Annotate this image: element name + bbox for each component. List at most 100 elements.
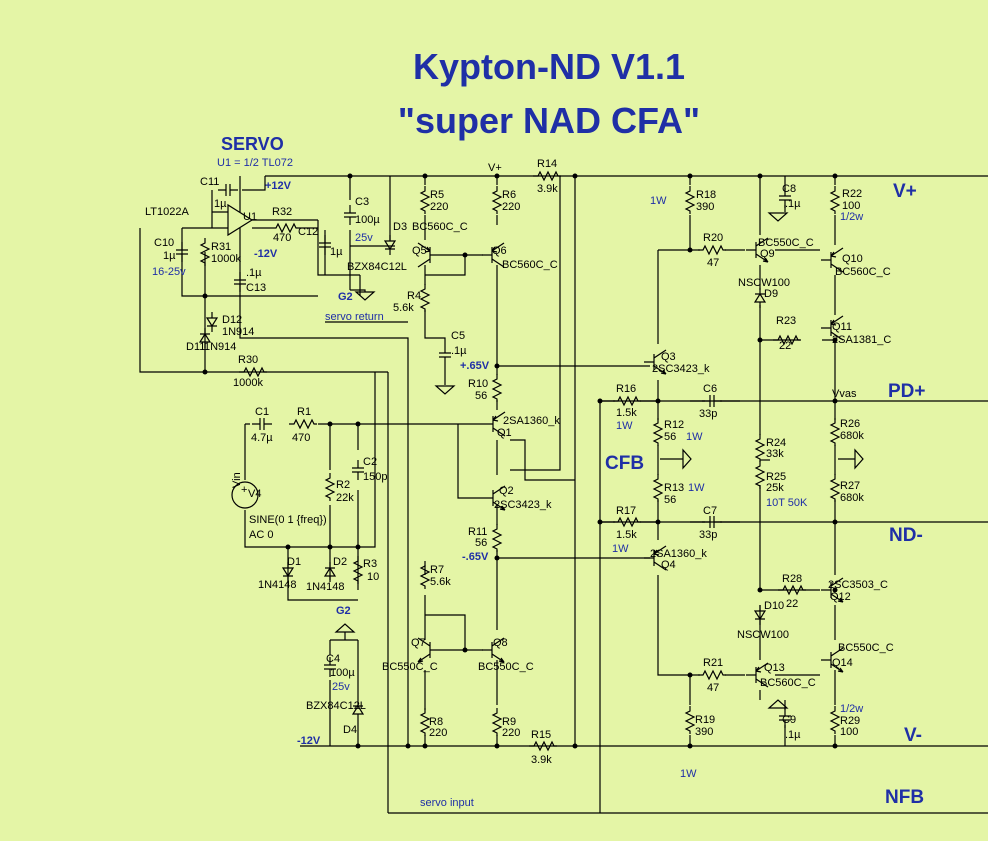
c8-value: .1µ [785,198,801,210]
r32-resistor-icon [270,223,300,233]
r16-power: 1W [616,420,633,432]
servo-heading: SERVO [221,134,284,154]
servo-input-label: servo input [420,797,474,809]
g2-bottom-label: G2 [336,605,351,617]
c8-ref: C8 [782,183,796,195]
c5-ground-icon [435,385,455,395]
q2-part: 2SC3423_k [494,499,552,511]
r6-value: 220 [502,201,520,213]
r13-resistor-icon [653,473,663,503]
r9-ref: R9 [502,716,516,728]
q11-part: 2SA1381_C [832,334,891,346]
r16-value: 1.5k [616,407,637,419]
c4-rating: 25v [332,681,350,693]
r11-value: 56 [475,537,487,549]
r21-resistor-icon [697,670,727,680]
r4-resistor-icon [420,283,430,313]
d2-part: 1N4148 [306,581,345,593]
c9-value: .1µ [785,729,801,741]
r30-value: 1000k [233,377,263,389]
d12-part: 1N914 [222,326,254,338]
servo-opamp-note: U1 = 1/2 TL072 [217,157,293,169]
d11-part: 1N914 [204,341,236,353]
d4-ref: D4 [343,724,357,736]
r11-ref: R11 [468,526,487,538]
r10-value: 56 [475,390,487,402]
servo-pos-supply: +12V [265,180,292,192]
q9-ref: Q9 [760,248,775,260]
q4-part: 2SA1360_k [650,548,707,560]
bias-minus-label: -.65V [462,551,489,563]
opamp-u1-icon [212,176,318,252]
c3-ref: C3 [355,196,369,208]
r5-ref: R5 [430,189,444,201]
vvas-port-icon [854,449,864,469]
r29-resistor-icon [830,705,840,735]
q5-ref: Q5 [412,245,427,257]
d1-ref: D1 [287,556,301,568]
r3-ref: R3 [363,558,377,570]
r26-value: 680k [840,430,864,442]
c3-rating: 25v [355,232,373,244]
v4-ref: V4 [248,488,261,500]
r1-resistor-icon [288,419,318,429]
c10-value: 1µ [163,250,176,262]
r5-resistor-icon [420,185,430,215]
r17-value: 1.5k [616,529,637,541]
r20-ref: R20 [703,232,723,244]
r31-ref: R31 [211,241,231,253]
v4-ac: AC 0 [249,529,273,541]
r13-power: 1W [688,482,705,494]
q7-ref: Q7 [411,637,426,649]
c11-value: 1µ [214,198,227,210]
r26-ref: R26 [840,418,860,430]
d9-part: NSCW100 [738,277,790,289]
r12-ref: R12 [664,419,684,431]
c7-value: 33p [699,529,717,541]
neg12-label: -12V [297,735,321,747]
r23-ref: R23 [776,315,796,327]
r8-value: 220 [429,727,447,739]
r32-value: 470 [273,232,291,244]
q6-part: BC560C_C [502,259,558,271]
q13-part: BC560C_C [760,677,816,689]
r12-value: 56 [664,431,676,443]
r23-value: 22 [779,340,791,352]
vplus-small-label: V+ [488,162,502,174]
r27-ref: R27 [840,480,860,492]
q14-ref: Q14 [832,657,853,669]
d11-ref: D11 [186,341,205,353]
r15-value: 3.9k [531,754,552,766]
c9-ref: C9 [782,714,796,726]
c13-value: .1µ [246,267,262,279]
r24-resistor-icon [755,433,765,463]
servo-alt-part: LT1022A [145,206,189,218]
c2-ref: C2 [363,456,377,468]
c10-rating: 16-25v [152,266,186,278]
r31-value: 1000k [211,253,241,265]
r25-ref: R25 [766,471,786,483]
r29-ref: R29 [840,715,860,727]
r1-value: 470 [292,432,310,444]
node-label-cfb: CFB [605,453,644,474]
c10-ref: C10 [154,237,174,249]
g2-top-label: G2 [338,291,353,303]
d12-diode-icon [206,311,218,333]
r26-resistor-icon [830,417,840,447]
c5-capacitor-icon [438,344,452,366]
r16-ref: R16 [616,383,636,395]
r25-power: 10T 50K [766,497,808,509]
schematic-title: Kypton-ND V1.1 [413,46,685,87]
r18-ref: R18 [696,189,716,201]
q3-part: 2SC3423_k [652,363,710,375]
r22-ref: R22 [842,188,862,200]
supply-rails [265,175,988,814]
r19-ref: R19 [695,714,715,726]
junction-dots [202,173,838,749]
r2-resistor-icon [325,472,335,502]
q10-part: BC560C_C [835,266,891,278]
servo-return-label: servo return [325,311,384,323]
r24-value: 33k [766,448,784,460]
r9-resistor-icon [492,707,502,737]
q2-ref: Q2 [499,485,514,497]
